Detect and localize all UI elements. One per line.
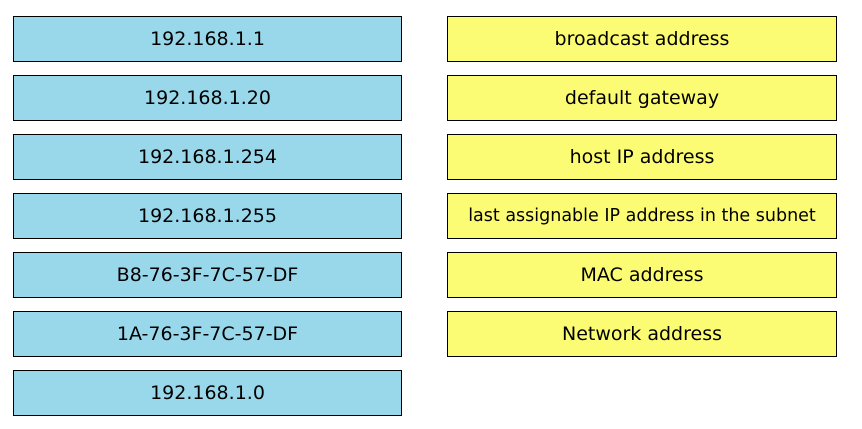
value-option[interactable]: 1A-76-3F-7C-57-DF: [13, 311, 402, 357]
category-target[interactable]: default gateway: [447, 75, 837, 121]
value-option[interactable]: B8-76-3F-7C-57-DF: [13, 252, 402, 298]
category-target[interactable]: MAC address: [447, 252, 837, 298]
value-option[interactable]: 192.168.1.255: [13, 193, 402, 239]
category-target[interactable]: last assignable IP address in the subnet: [447, 193, 837, 239]
value-option[interactable]: 192.168.1.0: [13, 370, 402, 416]
value-option[interactable]: 192.168.1.20: [13, 75, 402, 121]
category-target[interactable]: broadcast address: [447, 16, 837, 62]
value-option[interactable]: 192.168.1.1: [13, 16, 402, 62]
category-targets-column: broadcast address default gateway host I…: [447, 16, 837, 370]
category-target[interactable]: host IP address: [447, 134, 837, 180]
value-option[interactable]: 192.168.1.254: [13, 134, 402, 180]
value-options-column: 192.168.1.1 192.168.1.20 192.168.1.254 1…: [13, 16, 402, 429]
category-target[interactable]: Network address: [447, 311, 837, 357]
